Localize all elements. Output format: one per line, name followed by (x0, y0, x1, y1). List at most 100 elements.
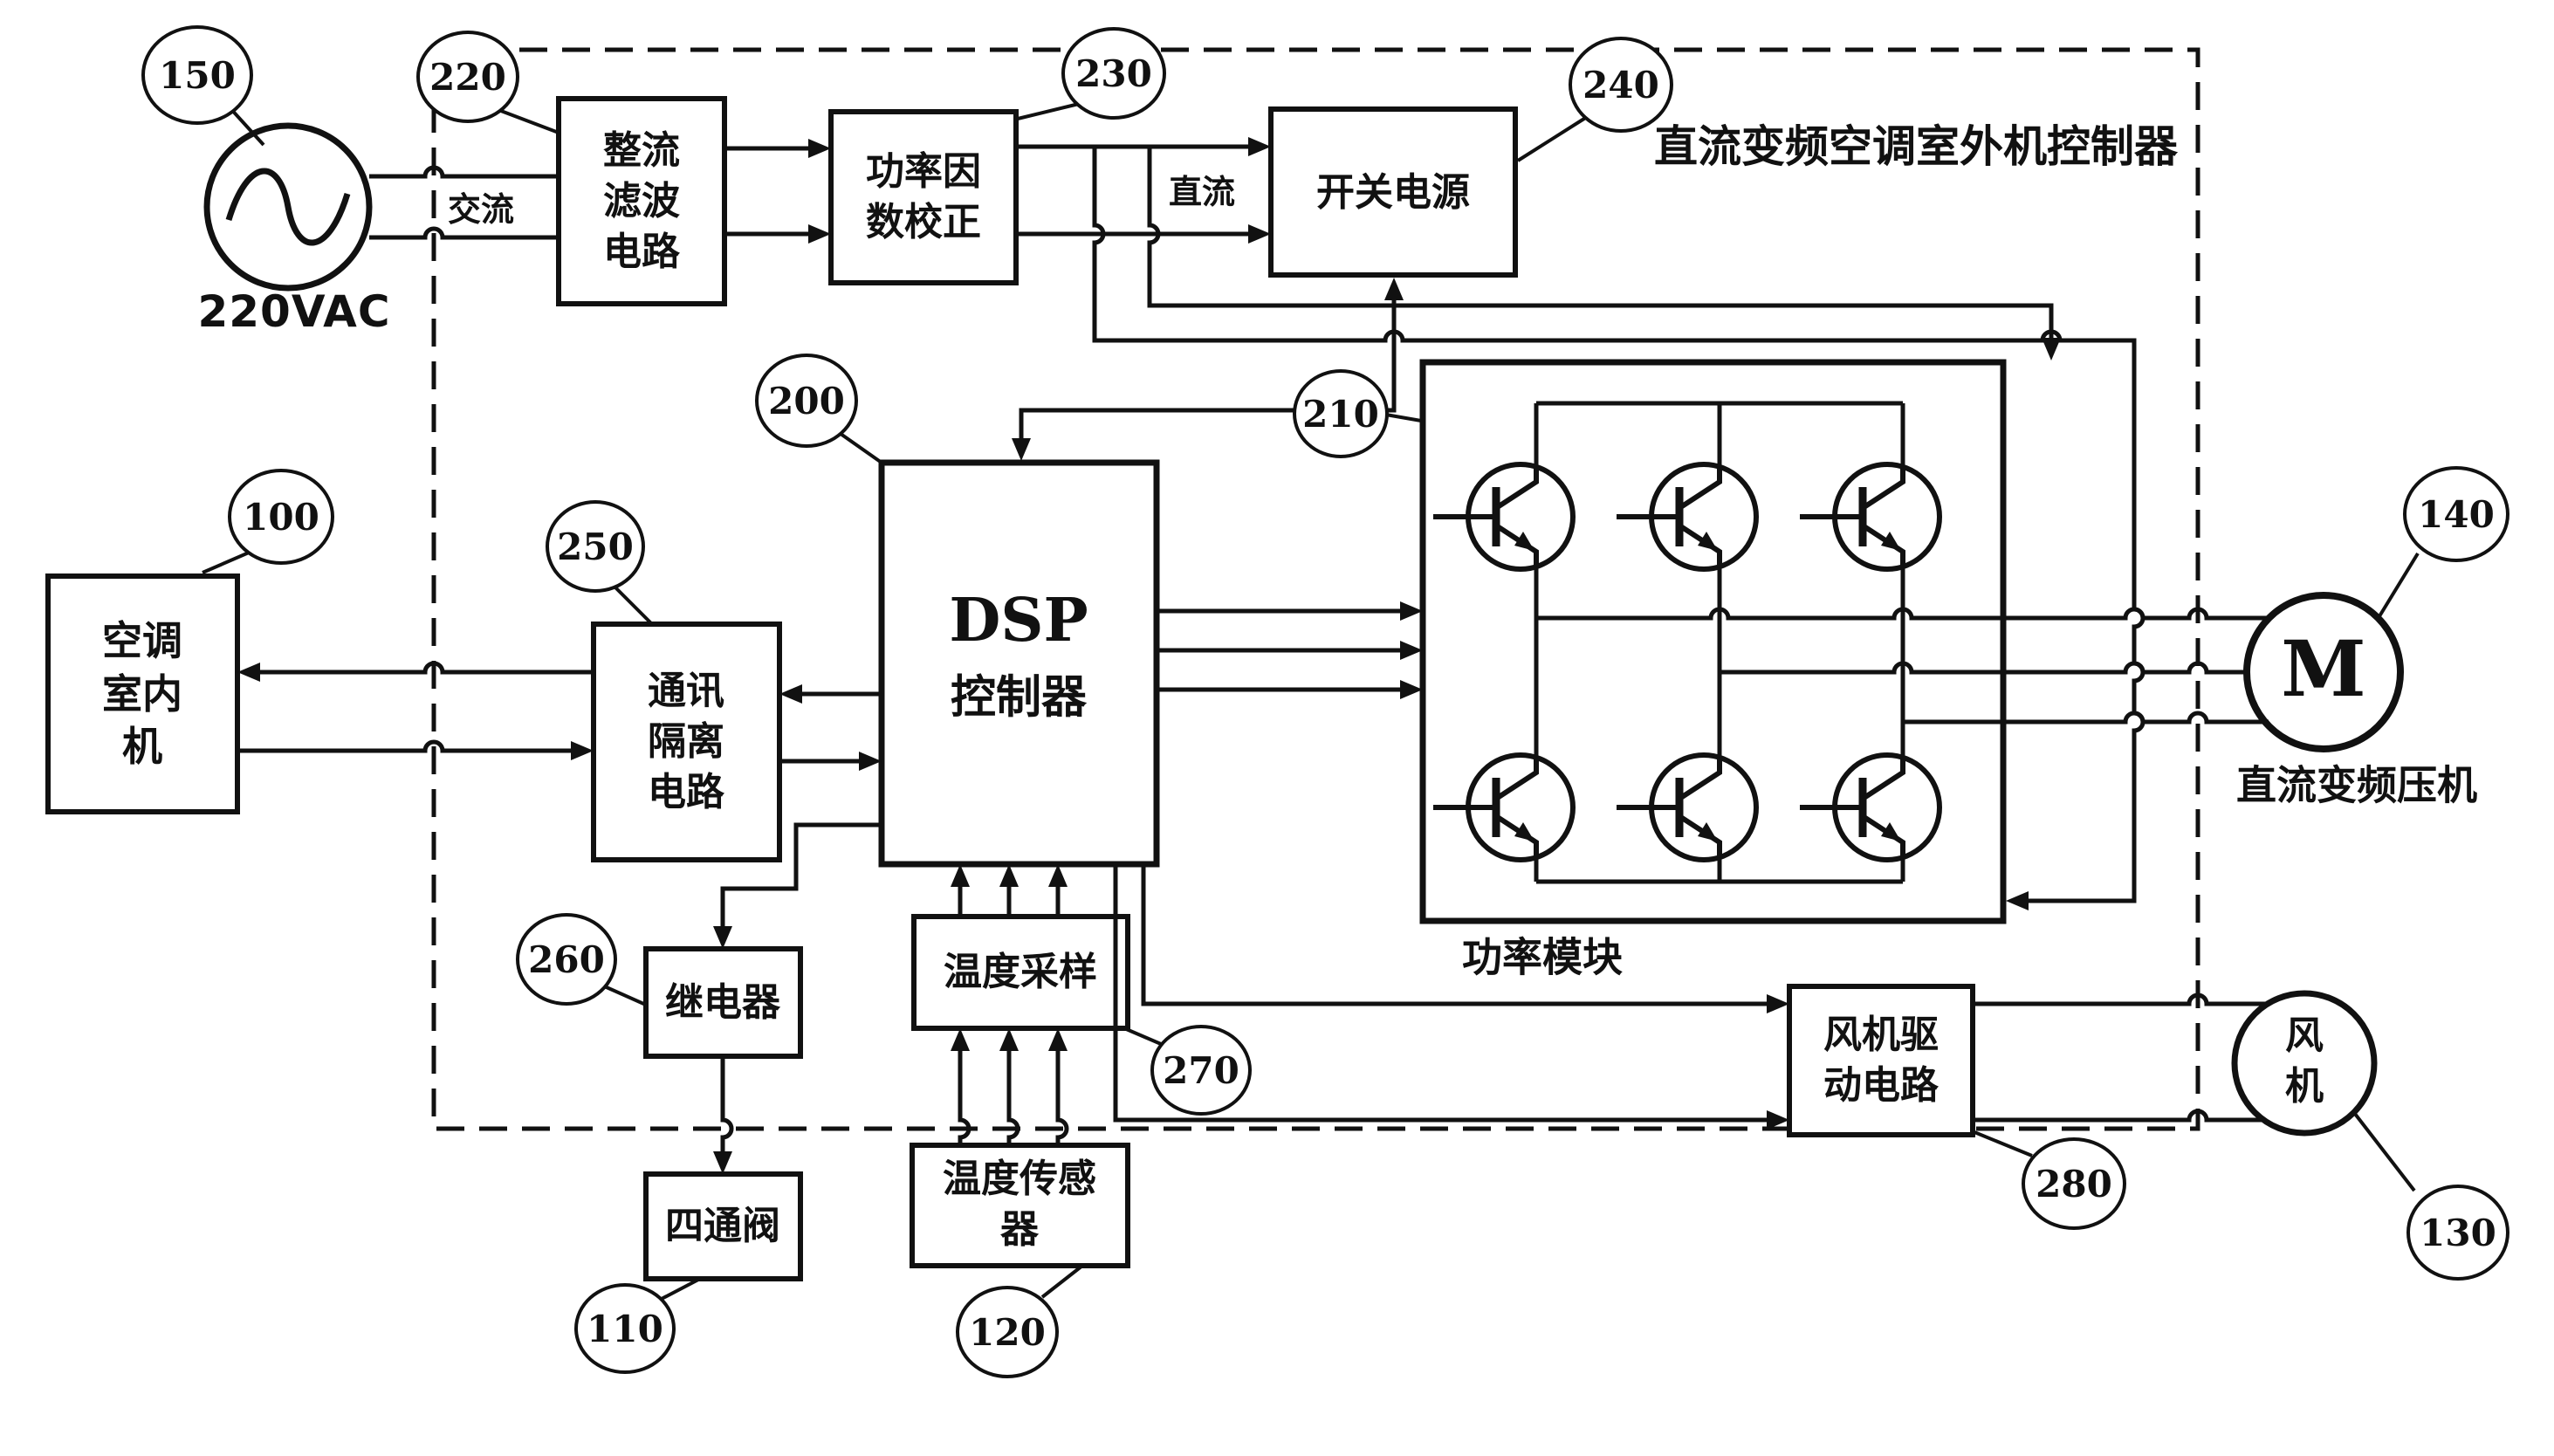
wire-phase-w (1903, 711, 2269, 725)
compressor-caption: 直流变频压机 (2236, 761, 2477, 809)
source-voltage-label: 220VAC (197, 286, 391, 337)
four-way-valve-label: 四通阀 (665, 1203, 780, 1248)
arrow-into-relay (713, 926, 732, 949)
callout-250: 250 (546, 500, 645, 593)
wire-sensor-sampling-1 (958, 1051, 971, 1145)
callout-280: 280 (2022, 1137, 2126, 1230)
comm-isolation-label: 通讯 隔离 电路 (648, 668, 724, 815)
wire-indoor-to-comm (237, 739, 571, 753)
wire-relay-valve (720, 1056, 734, 1151)
callout-270: 270 (1150, 1025, 1252, 1116)
dsp-label-en: DSP (949, 586, 1088, 656)
power-module-label: 功率模块 (1462, 933, 1623, 981)
arrow-into-valve (713, 1151, 732, 1174)
arrow-into-dsp-left (859, 752, 882, 771)
ref-260: 260 (528, 937, 605, 981)
arrow-into-indoor (237, 663, 260, 682)
callout-230: 230 (1061, 27, 1166, 120)
arrow-into-comm-2 (779, 684, 802, 704)
ref-230: 230 (1075, 52, 1152, 95)
temp-sensor-label: 温度传感 器 (943, 1156, 1096, 1252)
dc-wire-label: 直流 (1168, 172, 1236, 211)
fan-drive-box (1787, 984, 1975, 1137)
fan-circle (2231, 990, 2378, 1137)
wire-sensor-sampling-3 (1055, 1051, 1069, 1145)
callout-200: 200 (755, 354, 858, 448)
wire-dsp-relay (720, 822, 882, 926)
pfc-label: 功率因 数校正 (866, 148, 981, 244)
fan-drive-label: 风机驱 动电路 (1823, 1012, 1939, 1108)
comm-isolation-box (591, 622, 782, 862)
wire-phase-u (1536, 607, 2269, 621)
rectifier-filter-box (556, 96, 727, 306)
callout-260: 260 (516, 913, 617, 1006)
indoor-unit-box (45, 573, 240, 814)
arrow-into-dsp-top (1012, 438, 1031, 461)
wire-fandrive-fan-1 (1973, 992, 2268, 1006)
callout-210: 210 (1293, 369, 1389, 458)
callout-120: 120 (956, 1286, 1059, 1378)
ref-140: 140 (2418, 492, 2495, 536)
inverter-bridge (1433, 401, 1940, 884)
callout-leaders (202, 101, 2420, 1302)
wire-dsp-fandrive-2 (1113, 864, 1767, 1123)
wire-comm-to-indoor (260, 661, 594, 675)
arrow-into-fandrive-2 (1767, 1110, 1789, 1130)
four-way-valve-box (643, 1171, 803, 1281)
callout-150: 150 (141, 25, 253, 125)
wire-fandrive-fan-2 (1973, 1109, 2263, 1123)
ref-150: 150 (159, 53, 236, 97)
wire-ac-bottom (369, 226, 557, 240)
rectifier-filter-label: 整流 滤波 电路 (603, 127, 680, 275)
ref-200: 200 (768, 379, 845, 422)
ref-220: 220 (429, 55, 506, 99)
callout-130: 130 (2406, 1185, 2509, 1281)
temp-sampling-label: 温度采样 (944, 949, 1097, 994)
controller-dashed-boundary (431, 47, 2200, 1131)
dsp-label-cn: 控制器 (950, 671, 1088, 725)
smps-label: 开关电源 (1316, 169, 1470, 215)
ref-130: 130 (2420, 1211, 2496, 1254)
ref-210: 210 (1302, 392, 1379, 436)
motor-m-label: M (2281, 622, 2366, 714)
wires (237, 144, 2269, 1151)
ref-270: 270 (1163, 1048, 1239, 1092)
arrow-into-comm (571, 741, 594, 760)
callout-140: 140 (2403, 466, 2509, 562)
fan-label: 风 机 (2285, 1013, 2324, 1109)
wire-sensor-sampling-2 (1006, 1051, 1020, 1145)
figure-title: 直流变频空调室外机控制器 (1654, 121, 2178, 172)
arrow-into-fandrive-1 (1767, 994, 1789, 1013)
ref-100: 100 (243, 495, 319, 539)
arrow-into-pm-bottom (2006, 891, 2029, 910)
ref-110: 110 (587, 1307, 663, 1350)
wire-dsp-fandrive-1 (1141, 864, 1767, 1006)
ref-240: 240 (1583, 63, 1659, 106)
callout-100: 100 (228, 469, 334, 565)
arrowheads (237, 137, 2061, 1174)
wire-phase-v (1720, 661, 2247, 675)
callout-240: 240 (1569, 37, 1673, 133)
ref-120: 120 (969, 1310, 1046, 1354)
bridge-rails (1534, 401, 1905, 884)
ac-wire-label: 交流 (447, 189, 515, 229)
relay-label: 继电器 (665, 979, 780, 1025)
temp-sensor-box (910, 1143, 1130, 1268)
relay-box (643, 946, 803, 1059)
arrow-into-pm-top (2042, 338, 2061, 361)
wire-dc-bus-feed (1147, 147, 2054, 348)
ref-250: 250 (557, 525, 634, 568)
temp-sampling-box (911, 914, 1130, 1031)
indoor-unit-label: 空调 室内 机 (102, 616, 182, 771)
pfc-box (828, 109, 1019, 285)
dsp-box (878, 459, 1160, 868)
wire-ac-top (369, 165, 557, 179)
callout-220: 220 (416, 31, 519, 123)
wire-smps-dsp-supply (1019, 300, 1397, 450)
ref-280: 280 (2036, 1162, 2112, 1205)
callout-110: 110 (574, 1283, 676, 1374)
sine-wave-icon (225, 168, 351, 246)
smps-box (1268, 106, 1518, 278)
